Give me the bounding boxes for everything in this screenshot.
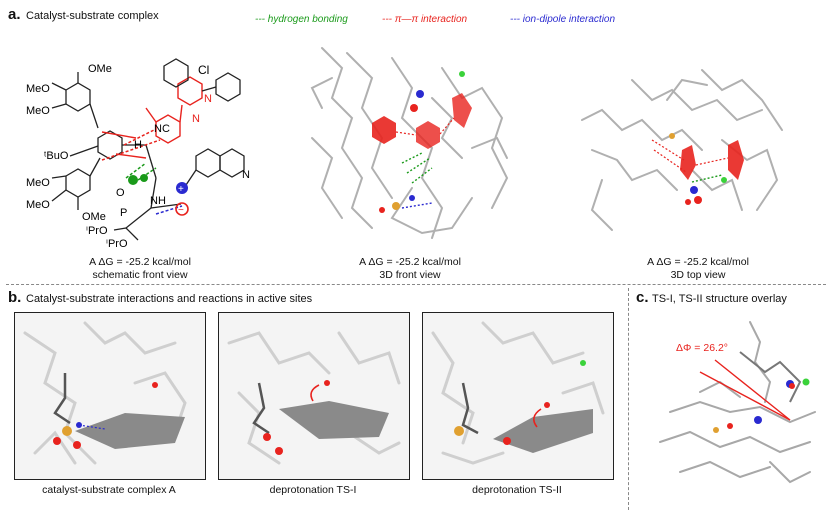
legend-hydrogen-bonding: --- hydrogen bonding [255, 14, 348, 25]
active-site-2-drawing [227, 331, 401, 465]
label-nc: NC [154, 123, 170, 135]
view-1-caption-text: schematic front view [92, 269, 188, 281]
label-meo-1: MeO [26, 83, 50, 95]
box-2-caption: deprotonation TS-I [269, 484, 357, 496]
label-o: O [116, 187, 125, 199]
active-site-3-drawing [431, 321, 605, 465]
label-h: H [134, 139, 142, 151]
schematic-drawing: OMe MeO MeO ᵗBuO MeO MeO OMe Cl N N NC N… [26, 58, 250, 250]
divider-vertical [628, 288, 629, 510]
3d-front-view-drawing [310, 47, 509, 239]
view-1-caption: A ΔG = -25.2 kcal/mol schematic front vi… [40, 256, 240, 282]
panel-c-label: c. [636, 289, 649, 306]
label-n-quinoline: N [242, 169, 250, 181]
box-1-caption: catalyst-substrate complex A [42, 484, 176, 496]
active-site-box-1 [14, 312, 206, 480]
panel-a-title: Catalyst-substrate complex [26, 10, 159, 22]
dihedral-angle-label: ΔΦ = 26.2° [676, 342, 728, 354]
panel-a-label: a. [8, 6, 21, 23]
active-site-1-drawing [23, 321, 187, 465]
label-ipro-2: ⁱPrO [106, 238, 128, 250]
label-minus: − [178, 205, 184, 216]
label-ome-top: OMe [88, 63, 112, 75]
view-3-caption-text: 3D top view [670, 269, 726, 281]
label-meo-2: MeO [26, 105, 50, 117]
label-tbuo: ᵗBuO [44, 150, 69, 162]
view-3-caption: A ΔG = -25.2 kcal/mol 3D top view [598, 256, 798, 282]
active-site-box-2 [218, 312, 410, 480]
view-2-caption: A ΔG = -25.2 kcal/mol 3D front view [310, 256, 510, 282]
label-p: P [120, 207, 127, 219]
label-meo-4: MeO [26, 199, 50, 211]
schematic-structure: OMe MeO MeO ᵗBuO MeO MeO OMe Cl N N NC N… [6, 28, 268, 250]
panel-c-title: TS-I, TS-II structure overlay [652, 293, 787, 305]
panel-b-title: Catalyst-substrate interactions and reac… [26, 293, 313, 305]
label-n-1: N [204, 93, 212, 105]
legend-ion-dipole-interaction: --- ion-dipole interaction [510, 14, 616, 25]
box-3-caption: deprotonation TS-II [472, 484, 562, 496]
label-nh: NH [150, 195, 166, 207]
overlay-render: ΔΦ = 26.2° [640, 312, 826, 502]
3d-top-view-render [572, 40, 792, 250]
label-meo-3: MeO [26, 177, 50, 189]
legend-pi-pi-interaction: --- π—π interaction [382, 14, 468, 25]
3d-top-view-drawing [581, 69, 783, 231]
label-plus: + [178, 184, 184, 195]
view-2-energy: A ΔG = -25.2 kcal/mol [359, 256, 461, 268]
active-site-box-3 [422, 312, 614, 480]
label-n-2: N [192, 113, 200, 125]
view-2-caption-text: 3D front view [379, 269, 441, 281]
view-3-energy: A ΔG = -25.2 kcal/mol [647, 256, 749, 268]
3d-front-view-render [292, 28, 522, 250]
overlay-drawing [659, 321, 816, 484]
label-ipro-1: ⁱPrO [86, 225, 108, 237]
view-1-energy: A ΔG = -25.2 kcal/mol [89, 256, 191, 268]
label-ome-bottom: OMe [82, 211, 106, 223]
label-cl: Cl [198, 63, 209, 77]
panel-b-label: b. [8, 289, 22, 306]
divider-horizontal [6, 284, 826, 285]
